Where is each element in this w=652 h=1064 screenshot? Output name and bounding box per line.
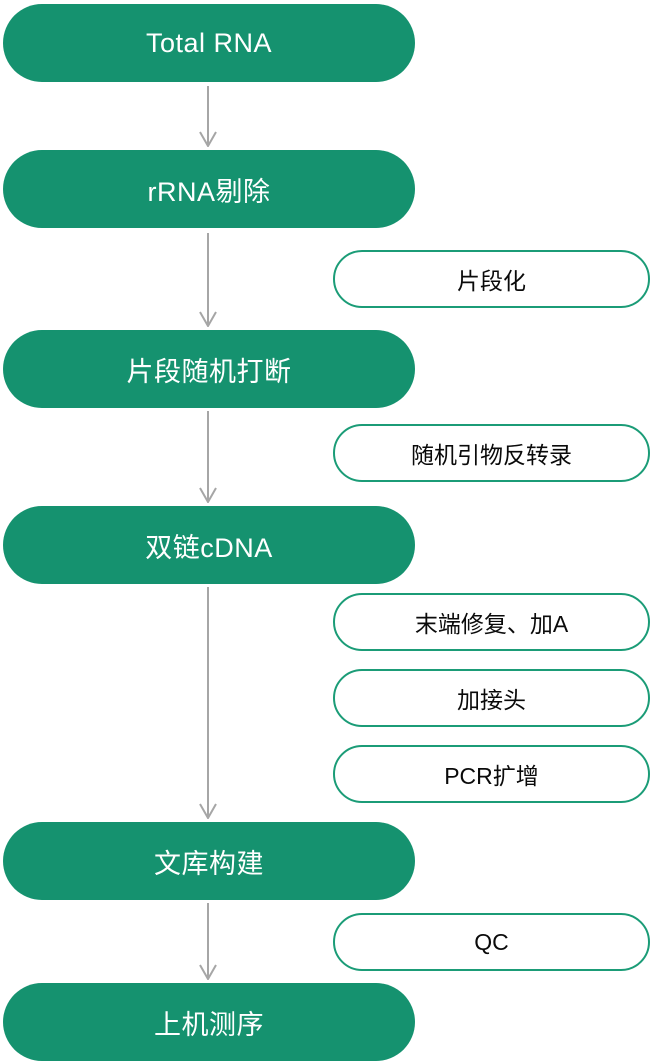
side-step-label: 末端修复、加A: [414, 611, 569, 637]
side-step-fragmentation: 片段化: [333, 250, 650, 308]
arrow-down-icon: [199, 903, 217, 980]
node-label: rRNA剔除: [147, 176, 271, 207]
node-double-stranded-cdna: 双链cDNA: [3, 506, 415, 584]
node-total-rna: Total RNA: [3, 4, 415, 82]
node-random-fragmentation: 片段随机打断: [3, 330, 415, 408]
arrow-down-icon: [199, 233, 217, 327]
node-label: 文库构建: [154, 848, 264, 879]
node-label: 上机测序: [154, 1009, 264, 1040]
side-step-label: QC: [474, 928, 509, 955]
node-rrna-removal: rRNA剔除: [3, 150, 415, 228]
side-step-label: 随机引物反转录: [411, 442, 572, 468]
side-step-pcr-amplification: PCR扩增: [333, 745, 650, 803]
side-step-label: 加接头: [457, 687, 526, 713]
arrow-down-icon: [199, 411, 217, 503]
node-label: Total RNA: [145, 27, 273, 58]
node-label: 双链cDNA: [145, 532, 273, 563]
node-sequencing: 上机测序: [3, 983, 415, 1061]
side-step-end-repair-a-tailing: 末端修复、加A: [333, 593, 650, 651]
side-step-qc: QC: [333, 913, 650, 971]
arrow-down-icon: [199, 587, 217, 819]
side-step-random-primer-rt: 随机引物反转录: [333, 424, 650, 482]
arrow-down-icon: [199, 86, 217, 147]
side-step-label: PCR扩增: [444, 763, 539, 789]
node-label: 片段随机打断: [126, 356, 292, 387]
node-library-construction: 文库构建: [3, 822, 415, 900]
side-step-label: 片段化: [457, 268, 526, 294]
side-step-adapter-ligation: 加接头: [333, 669, 650, 727]
